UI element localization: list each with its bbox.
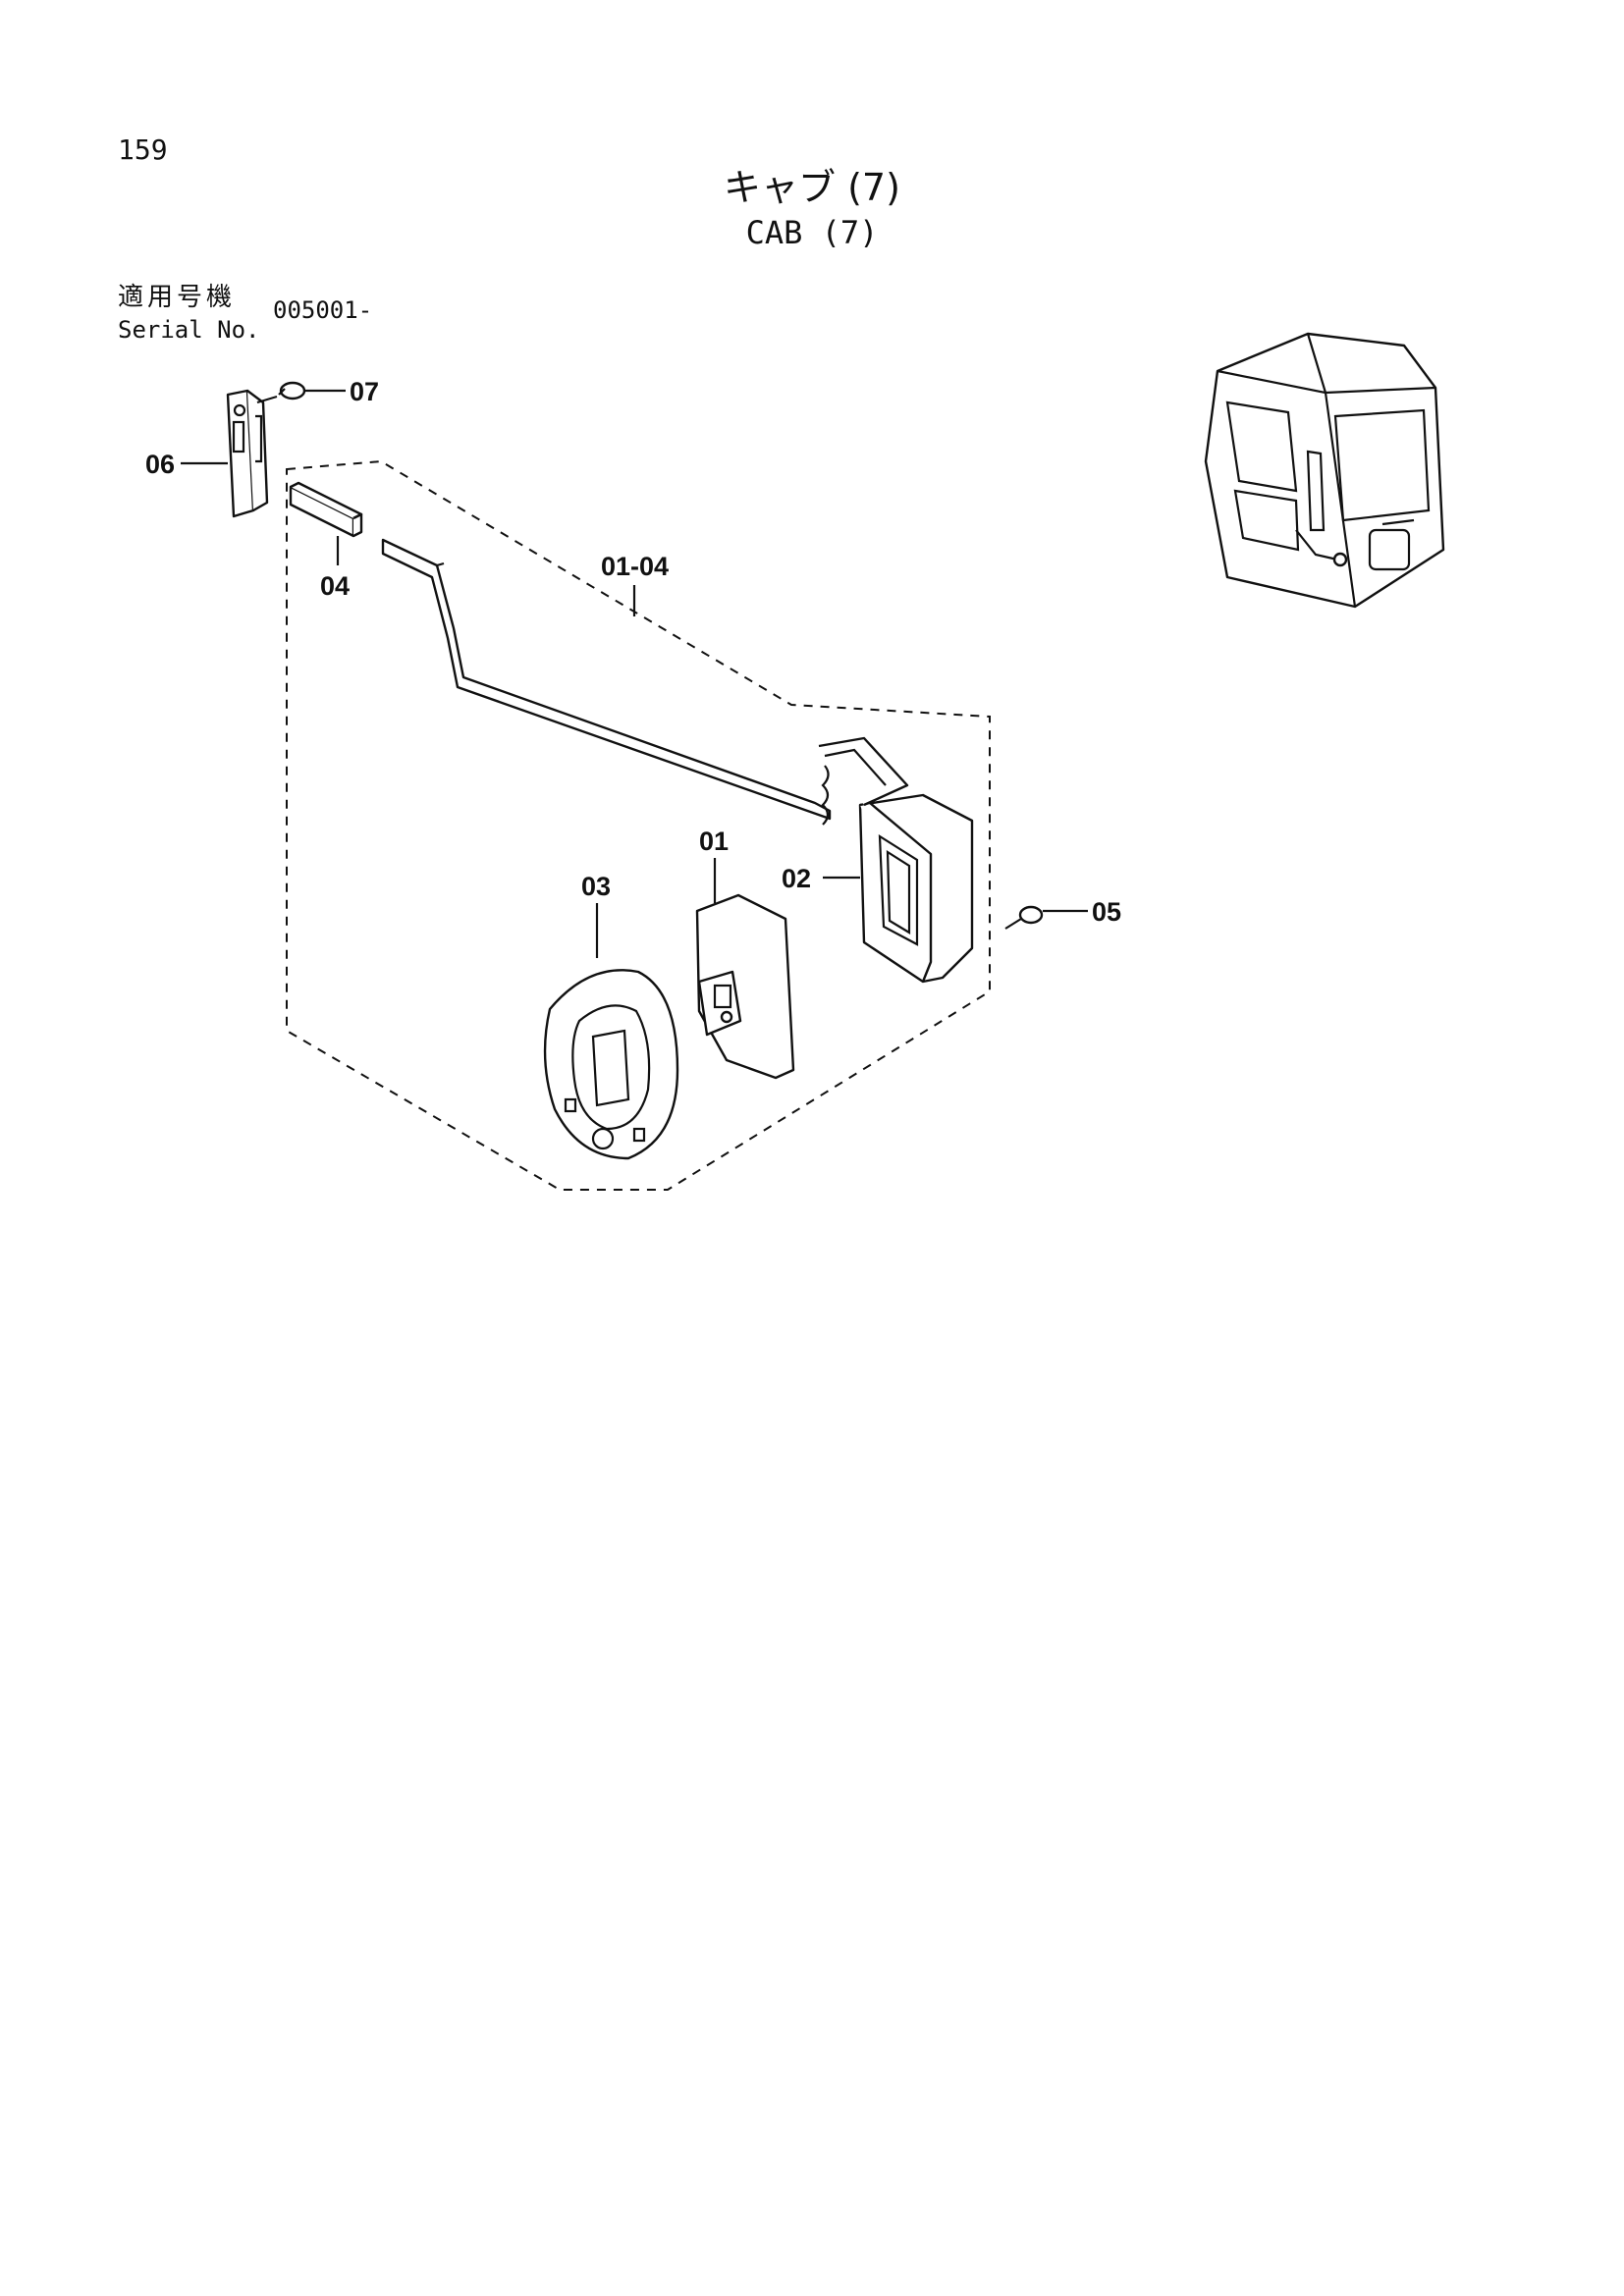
part-05-screw [1004, 905, 1044, 930]
callout-07: 07 [350, 377, 379, 406]
callout-04: 04 [320, 571, 350, 601]
callout-02: 02 [782, 864, 811, 893]
serial-number-value: 005001- [273, 296, 373, 324]
part-04-knob [289, 481, 363, 538]
title-english: CAB (7) [745, 214, 879, 251]
page-number: 159 [118, 133, 168, 166]
callout-01-04: 01-04 [601, 552, 669, 581]
part-02-frame [818, 736, 974, 984]
callout-01: 01 [699, 827, 729, 856]
part-03-trim-ring [543, 969, 679, 1160]
part-06-bracket [226, 389, 269, 518]
callout-03: 03 [581, 872, 611, 901]
callout-06: 06 [145, 450, 175, 479]
part-01-latch [695, 893, 795, 1080]
release-rod [381, 538, 832, 821]
callout-05: 05 [1092, 897, 1121, 927]
serial-label-japanese: 適用号機 [118, 283, 237, 312]
part-07-bolt [256, 381, 306, 404]
serial-label-english: Serial No. [118, 316, 260, 344]
cab-location-thumbnail [1204, 332, 1445, 609]
assembly-boundary [286, 459, 991, 1191]
title-japanese: キャブ (7) [724, 166, 900, 209]
